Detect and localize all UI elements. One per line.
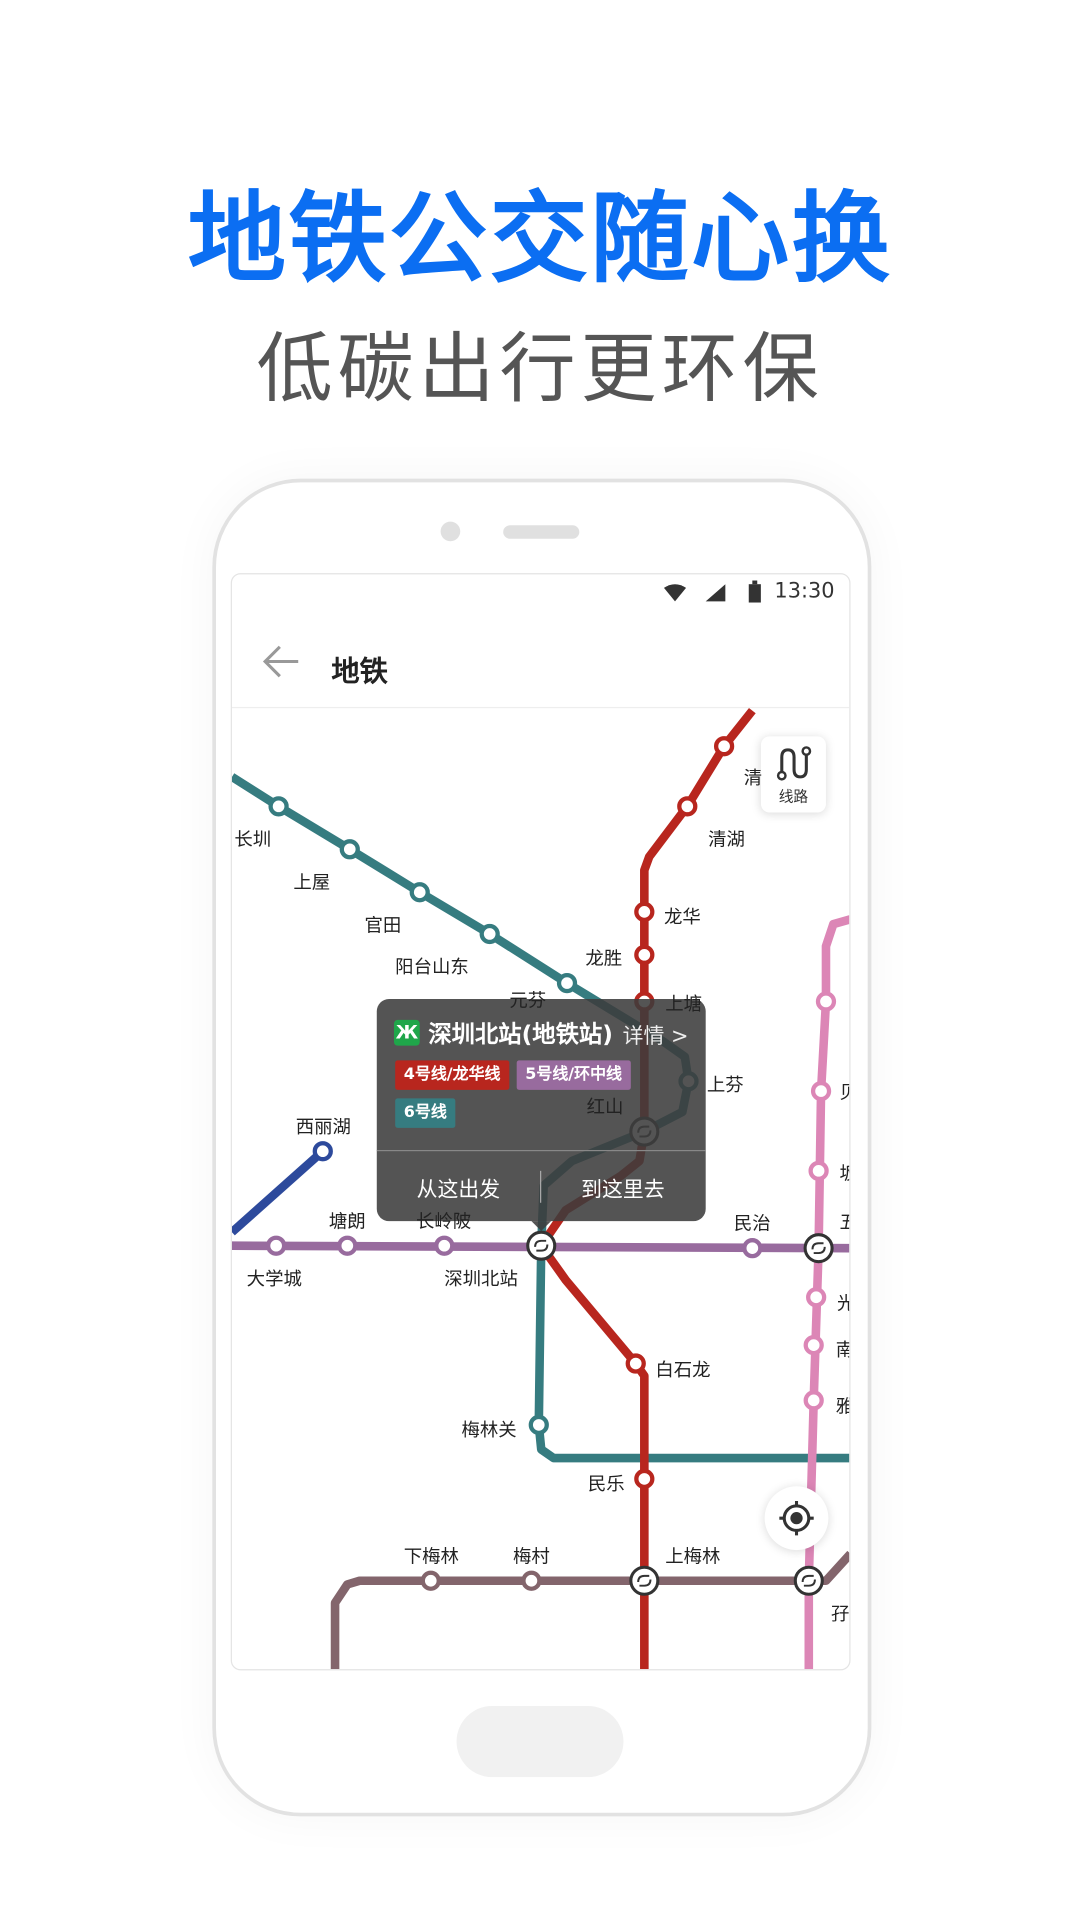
route-label: 线路 [778,787,809,806]
locate-button[interactable] [764,1486,829,1551]
station-dot[interactable] [266,1235,287,1256]
popup-divider [376,1149,706,1152]
station-dot[interactable] [625,1353,646,1374]
line-tag-4: 4号线/龙华线 [395,1060,510,1090]
metro-line-blue [231,1148,326,1236]
transfer-arrows [534,1239,549,1252]
station-dot[interactable] [815,991,837,1012]
page-title: 地铁 [331,656,388,689]
route-icon [776,746,811,781]
transfer-station-icon[interactable] [803,1233,834,1264]
station-dot[interactable] [810,1080,832,1102]
camera-dot [440,521,461,542]
transfer-station-icon[interactable] [629,1565,660,1596]
promo-title: 地铁公交随心换 [187,181,893,296]
station-dot[interactable] [806,1287,827,1308]
arrow-left-icon[interactable] [261,643,300,680]
station-dot[interactable] [634,1468,655,1490]
wifi-icon [663,584,687,602]
station-dot[interactable] [409,882,430,903]
popup-station-name: 深圳北站(地铁站) [428,1021,613,1049]
station-dot[interactable] [808,1160,829,1181]
station-dot[interactable] [742,1238,763,1259]
transfer-ring [526,1230,557,1261]
detail-link[interactable]: 详情 > [622,1024,689,1050]
metro-line-brown [330,1550,850,1670]
transfer-arrows [811,1242,826,1255]
station-dot[interactable] [677,796,698,817]
popup-pointer [531,1221,552,1231]
station-dot[interactable] [713,736,735,757]
station-dot[interactable] [521,1570,542,1591]
battery-icon [748,580,761,603]
station-dot[interactable] [634,901,655,923]
signal-icon [705,584,726,602]
transfer-station-icon[interactable] [793,1565,824,1596]
station-popup: Ж 深圳北站(地铁站) 详情 > 4号线/龙华线 5号线/环中线 6号线 从这出… [376,999,706,1231]
station-dot[interactable] [420,1570,441,1591]
route-button[interactable]: 线路 [760,736,826,813]
speaker-grille [503,525,580,539]
status-time: 13:30 [774,579,835,604]
promo-subtitle: 低碳出行更环保 [256,324,824,414]
transfer-ring [629,1565,660,1596]
crosshair-icon [779,1500,814,1536]
station-dot[interactable] [803,1334,824,1356]
metro-logo-icon: Ж [393,1019,420,1046]
line-tag-5: 5号线/环中线 [516,1060,631,1090]
metro-map[interactable] [231,574,850,1670]
station-dot[interactable] [337,1235,358,1256]
transfer-arrows [637,1574,652,1587]
button-separator [540,1170,542,1203]
station-dot[interactable] [312,1141,333,1162]
transfer-station-icon[interactable] [526,1230,557,1261]
status-bar: 13:30 [232,574,849,611]
station-dot[interactable] [339,839,360,860]
station-dot[interactable] [556,972,578,994]
transfer-arrows [801,1574,816,1587]
station-dot[interactable] [479,923,500,945]
station-dot[interactable] [434,1235,455,1256]
transfer-ring [793,1565,824,1596]
home-button[interactable] [456,1705,624,1778]
to-here-button[interactable]: 到这里去 [581,1178,665,1203]
station-dot[interactable] [634,944,655,965]
phone-screen: 13:30 地铁 线路 Ж 深圳北站(地铁站) 详情 > 4号线/龙华线 5号线… [230,573,851,1671]
line-tag-6: 6号线 [395,1098,456,1128]
station-dot[interactable] [528,1414,549,1436]
station-dot[interactable] [803,1390,824,1411]
transfer-ring [803,1233,834,1264]
station-dot[interactable] [268,796,289,817]
from-here-button[interactable]: 从这出发 [416,1178,501,1203]
app-header: 地铁 [231,623,850,709]
